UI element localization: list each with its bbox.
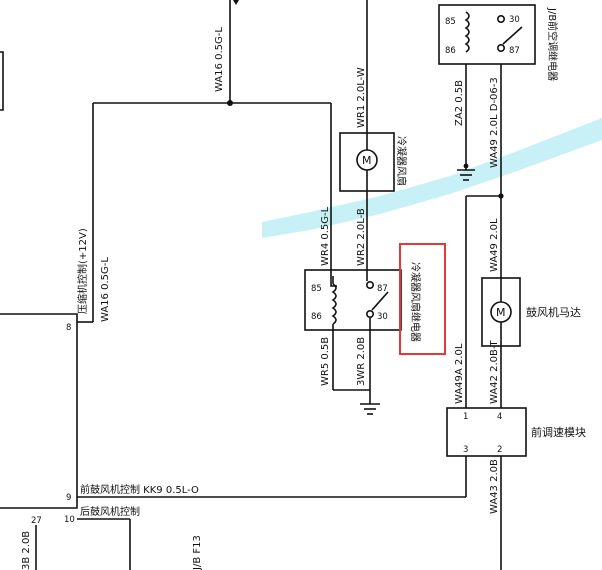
wire-label-wr1: WR1 2.0L-W: [356, 67, 367, 128]
wire-label-wa16-left: WA16 0.5G-L: [100, 257, 111, 322]
wire-label-wa49a: WA49A 2.0L: [454, 343, 465, 404]
condenser-fan-motor-symbol: M: [362, 154, 372, 167]
wire-to-relay-85: [330, 103, 337, 287]
jb-relay-box: [438, 4, 536, 65]
jb-relay-pin-85: 85: [445, 17, 456, 27]
wire-label-wa49-mid: WA49 2.0L: [489, 218, 500, 272]
relay-highlight-box: [399, 243, 446, 355]
speed-module-box: [446, 407, 527, 457]
pin-9: 9: [66, 493, 71, 503]
relay-pin-30: 30: [377, 312, 388, 322]
condenser-relay-label: 冷凝器风扇继电器: [409, 262, 422, 342]
junction-dot-za2: [463, 163, 469, 169]
jb-relay-switch-arm: [502, 26, 523, 45]
relay-pin-86: 86: [311, 312, 322, 322]
pin-8: 8: [66, 323, 71, 333]
jb-relay-pin-30: 30: [509, 15, 520, 25]
relay-pin-85: 85: [311, 284, 322, 294]
blower-motor-label: 鼓风机马达: [526, 305, 581, 319]
front-blower-ctrl-label: 前鼓风机控制 KK9 0.5L-O: [80, 483, 199, 496]
jb-relay-contact-87: [496, 43, 505, 52]
pin-27: 27: [31, 516, 42, 526]
compressor-control-label: 压缩机控制(+12V): [76, 228, 89, 314]
wire-label-wa42: WA42 2.0B-T: [489, 339, 500, 404]
highlighter-stroke: [262, 118, 602, 238]
jb-relay-pin-87: 87: [509, 46, 520, 56]
relay-switch-arm: [371, 291, 389, 311]
relay-contact-30: [365, 309, 374, 318]
wire-label-3wr: 3WR 2.0B: [356, 337, 367, 386]
wire-label-wr4: WR4 0.5G-L: [320, 206, 331, 266]
rear-blower-ctrl-label: 后鼓风机控制: [80, 505, 140, 518]
wire-label-wr5: WR5 0.5B: [320, 337, 331, 386]
wire-label-wa49-top: WA49 2.0L D-06-3: [489, 77, 500, 168]
wire-label-wr2: WR2 2.0L-B: [356, 208, 367, 266]
pin-10: 10: [64, 515, 75, 525]
left-top-box: [0, 51, 4, 111]
wire-label-wa16-top: WA16 0.5G-L: [214, 27, 225, 92]
wire-label-wa43: WA43 2.0B: [489, 459, 500, 514]
module-pin-3: 3: [463, 445, 468, 455]
module-pin-2: 2: [497, 445, 502, 455]
relay-pin-87: 87: [377, 284, 388, 294]
relay-coil: [331, 283, 337, 325]
junction-dot-splice: [498, 193, 504, 199]
blower-motor-symbol: M: [496, 306, 506, 319]
module-pin-4: 4: [497, 412, 502, 422]
speed-module-label: 前调速模块: [531, 425, 586, 439]
relay-contact-87: [365, 280, 374, 289]
jb-relay-label: J/B前空调继电器: [546, 7, 559, 81]
condenser-fan-label: 冷凝器风扇: [395, 136, 408, 186]
junction-dot-wa16: [227, 100, 233, 106]
jb-relay-pin-86: 86: [445, 46, 456, 56]
left-module-box: [0, 313, 78, 509]
module-pin-1: 1: [463, 412, 468, 422]
arrow-marker: [233, 0, 239, 5]
jb-f13-label: J/B F13: [192, 535, 203, 570]
jb-relay-contact-30: [496, 15, 505, 24]
wire-label-za2: ZA2 0.5B: [454, 80, 465, 126]
wire-label-bottom-left: 3B 2.0B: [21, 531, 32, 570]
jb-relay-coil: [464, 11, 470, 53]
